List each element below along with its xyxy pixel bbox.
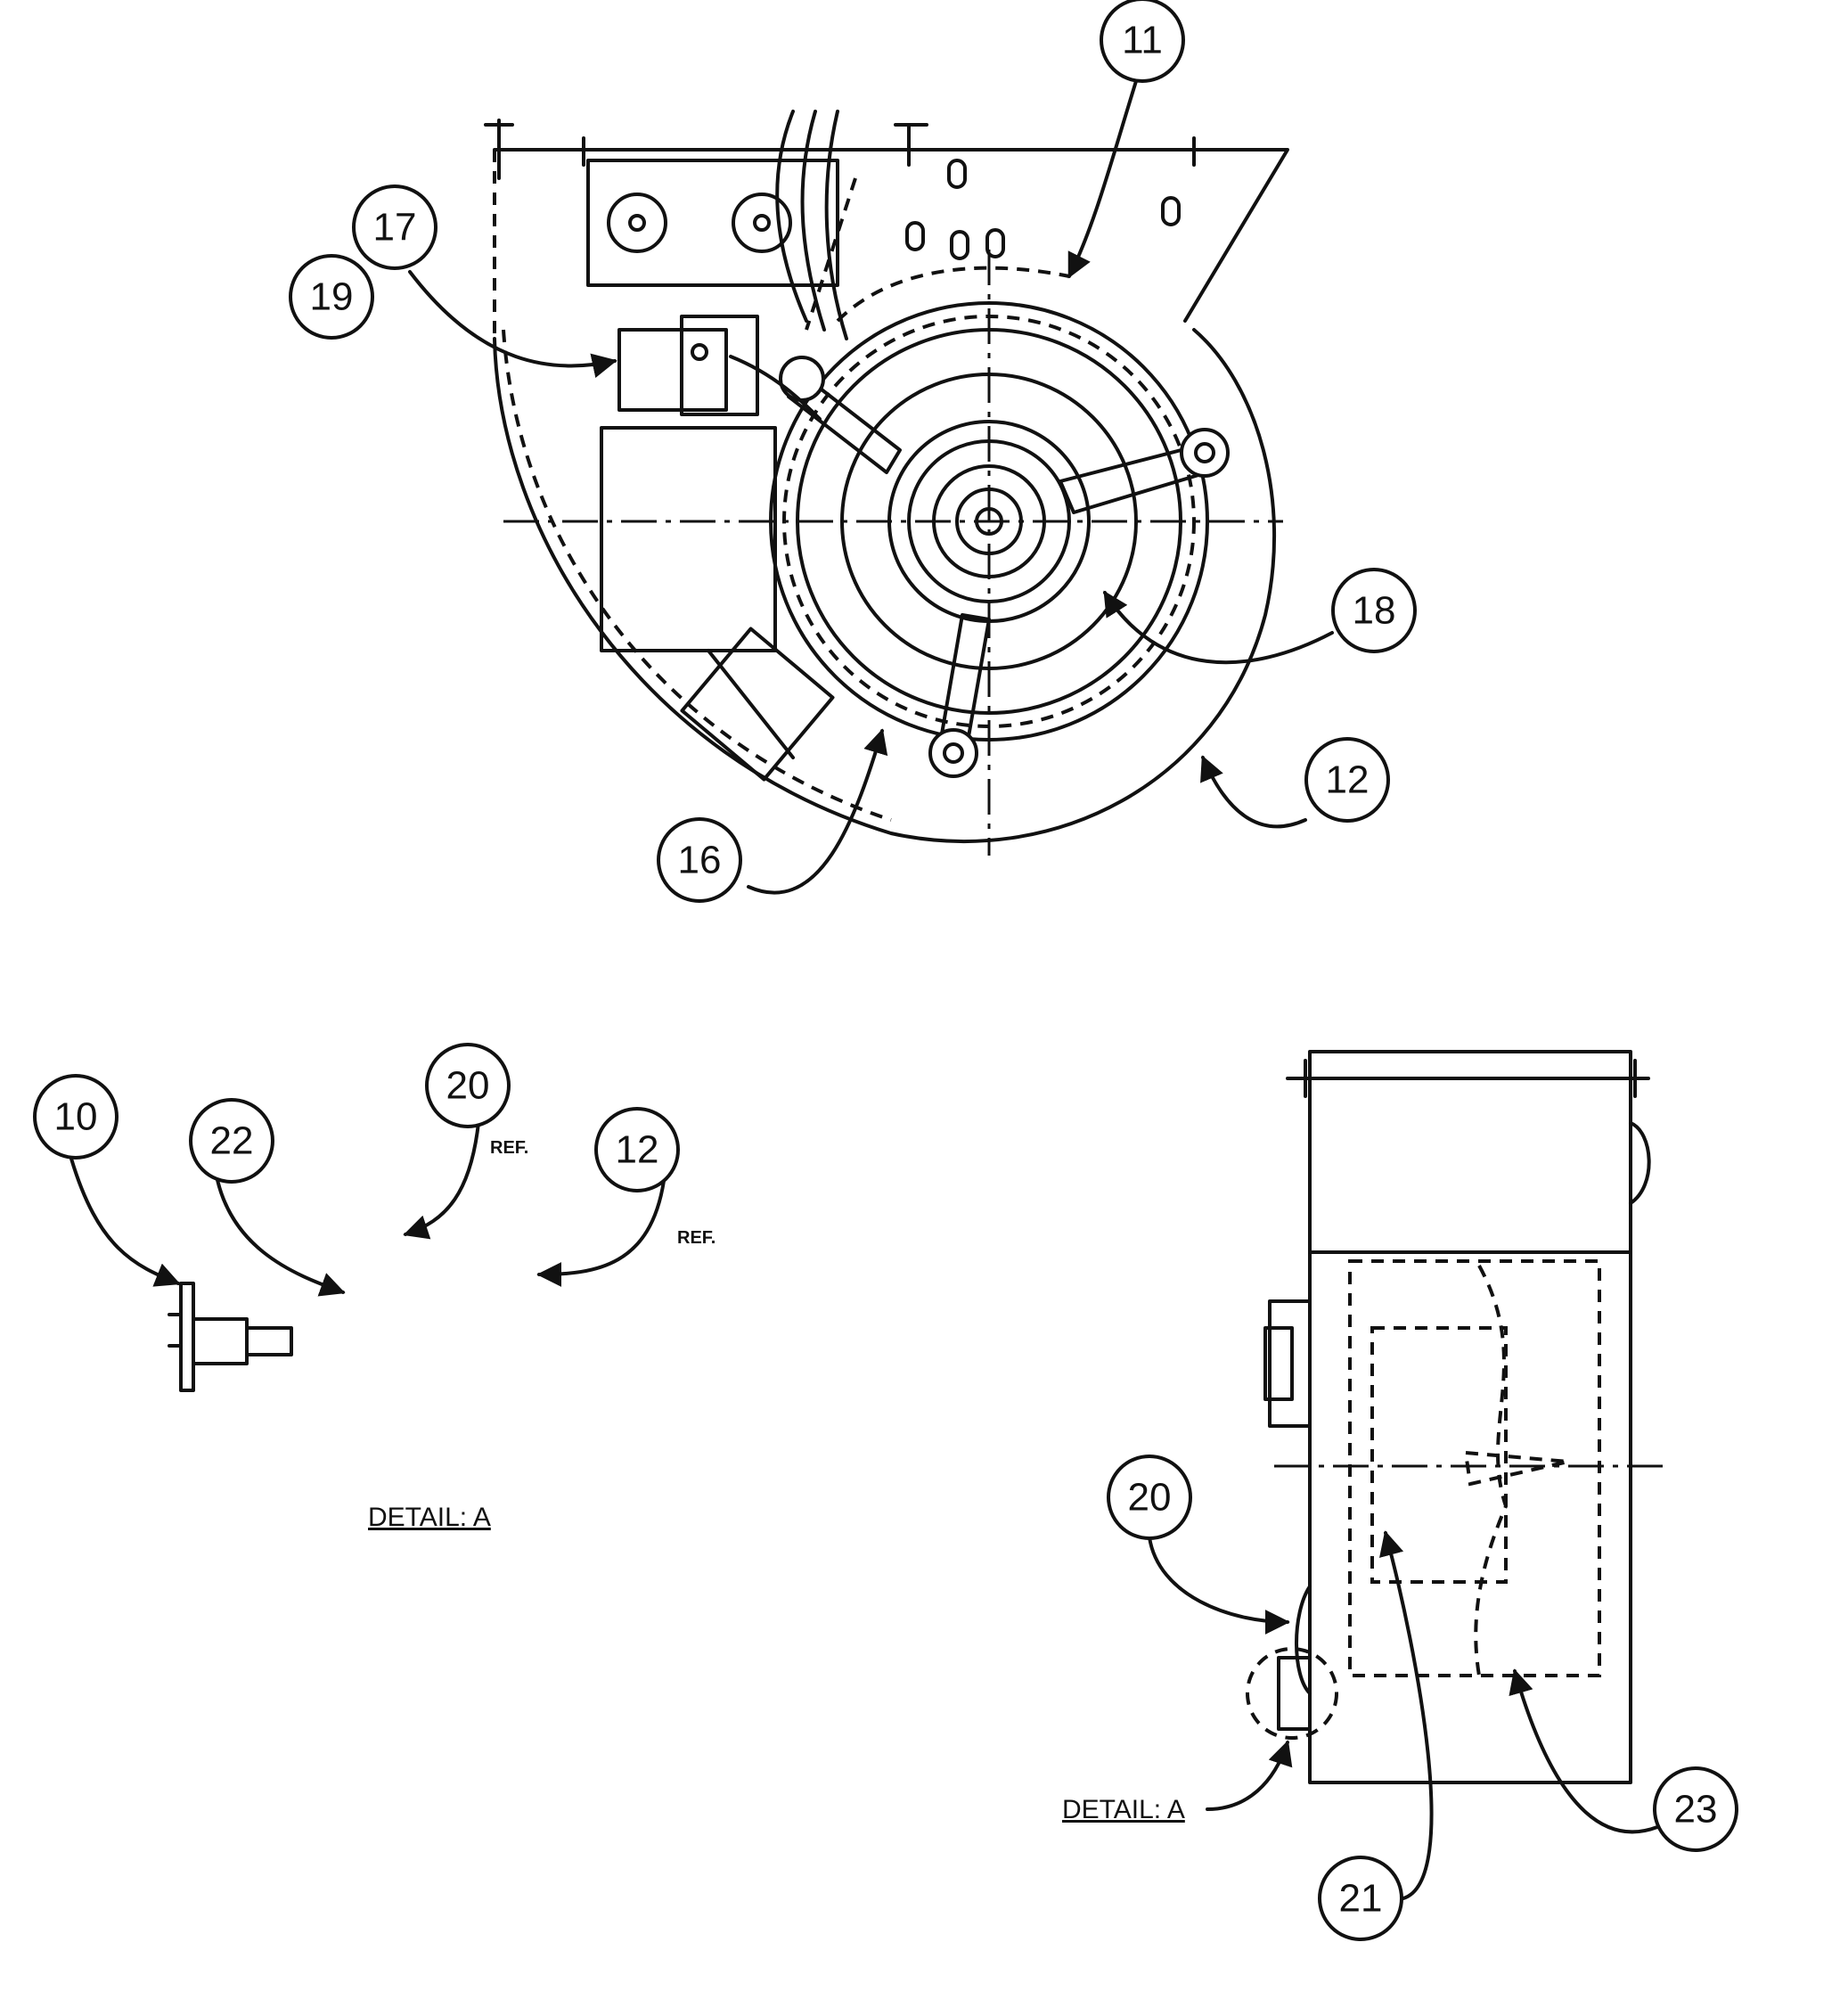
callout-19-label: 19 xyxy=(310,275,354,319)
callout-12-main-label: 12 xyxy=(1326,758,1370,802)
callout-19: 19 xyxy=(289,254,374,340)
callout-11: 11 xyxy=(1100,0,1185,83)
detail-a-pointer-label: DETAIL: A xyxy=(1062,1795,1185,1824)
callout-20-ref-label: 20 xyxy=(446,1064,490,1108)
callout-17: 17 xyxy=(352,184,437,270)
callout-23-label: 23 xyxy=(1674,1788,1718,1832)
callout-22-label: 22 xyxy=(210,1119,254,1163)
callout-11-label: 11 xyxy=(1122,19,1163,62)
callout-20-ref: 20 xyxy=(425,1043,511,1128)
callout-20-side-label: 20 xyxy=(1128,1476,1172,1520)
callout-10-label: 10 xyxy=(54,1095,98,1139)
callout-23: 23 xyxy=(1653,1766,1738,1852)
callout-21-label: 21 xyxy=(1339,1877,1383,1921)
callout-21: 21 xyxy=(1318,1856,1403,1941)
callout-17-label: 17 xyxy=(373,206,417,250)
callout-12-ref-label: 12 xyxy=(616,1128,659,1172)
ref-note-20: REF. xyxy=(490,1138,528,1158)
detail-a-view xyxy=(70,1112,666,1392)
callout-18: 18 xyxy=(1331,568,1417,653)
detail-a-title: DETAIL: A xyxy=(368,1503,491,1532)
callout-18-label: 18 xyxy=(1353,589,1396,633)
callout-12-ref: 12 xyxy=(594,1107,680,1192)
ref-note-12: REF. xyxy=(677,1228,715,1248)
blower-front-view xyxy=(484,110,1289,856)
callout-12-main: 12 xyxy=(1304,737,1390,823)
callout-20-side: 20 xyxy=(1107,1455,1192,1540)
callout-22: 22 xyxy=(189,1098,274,1184)
blower-side-view xyxy=(1148,1050,1666,1900)
callout-16-label: 16 xyxy=(678,839,722,882)
front-view-leaders xyxy=(408,65,1334,895)
callout-10: 10 xyxy=(33,1074,119,1160)
callout-16: 16 xyxy=(657,817,742,903)
